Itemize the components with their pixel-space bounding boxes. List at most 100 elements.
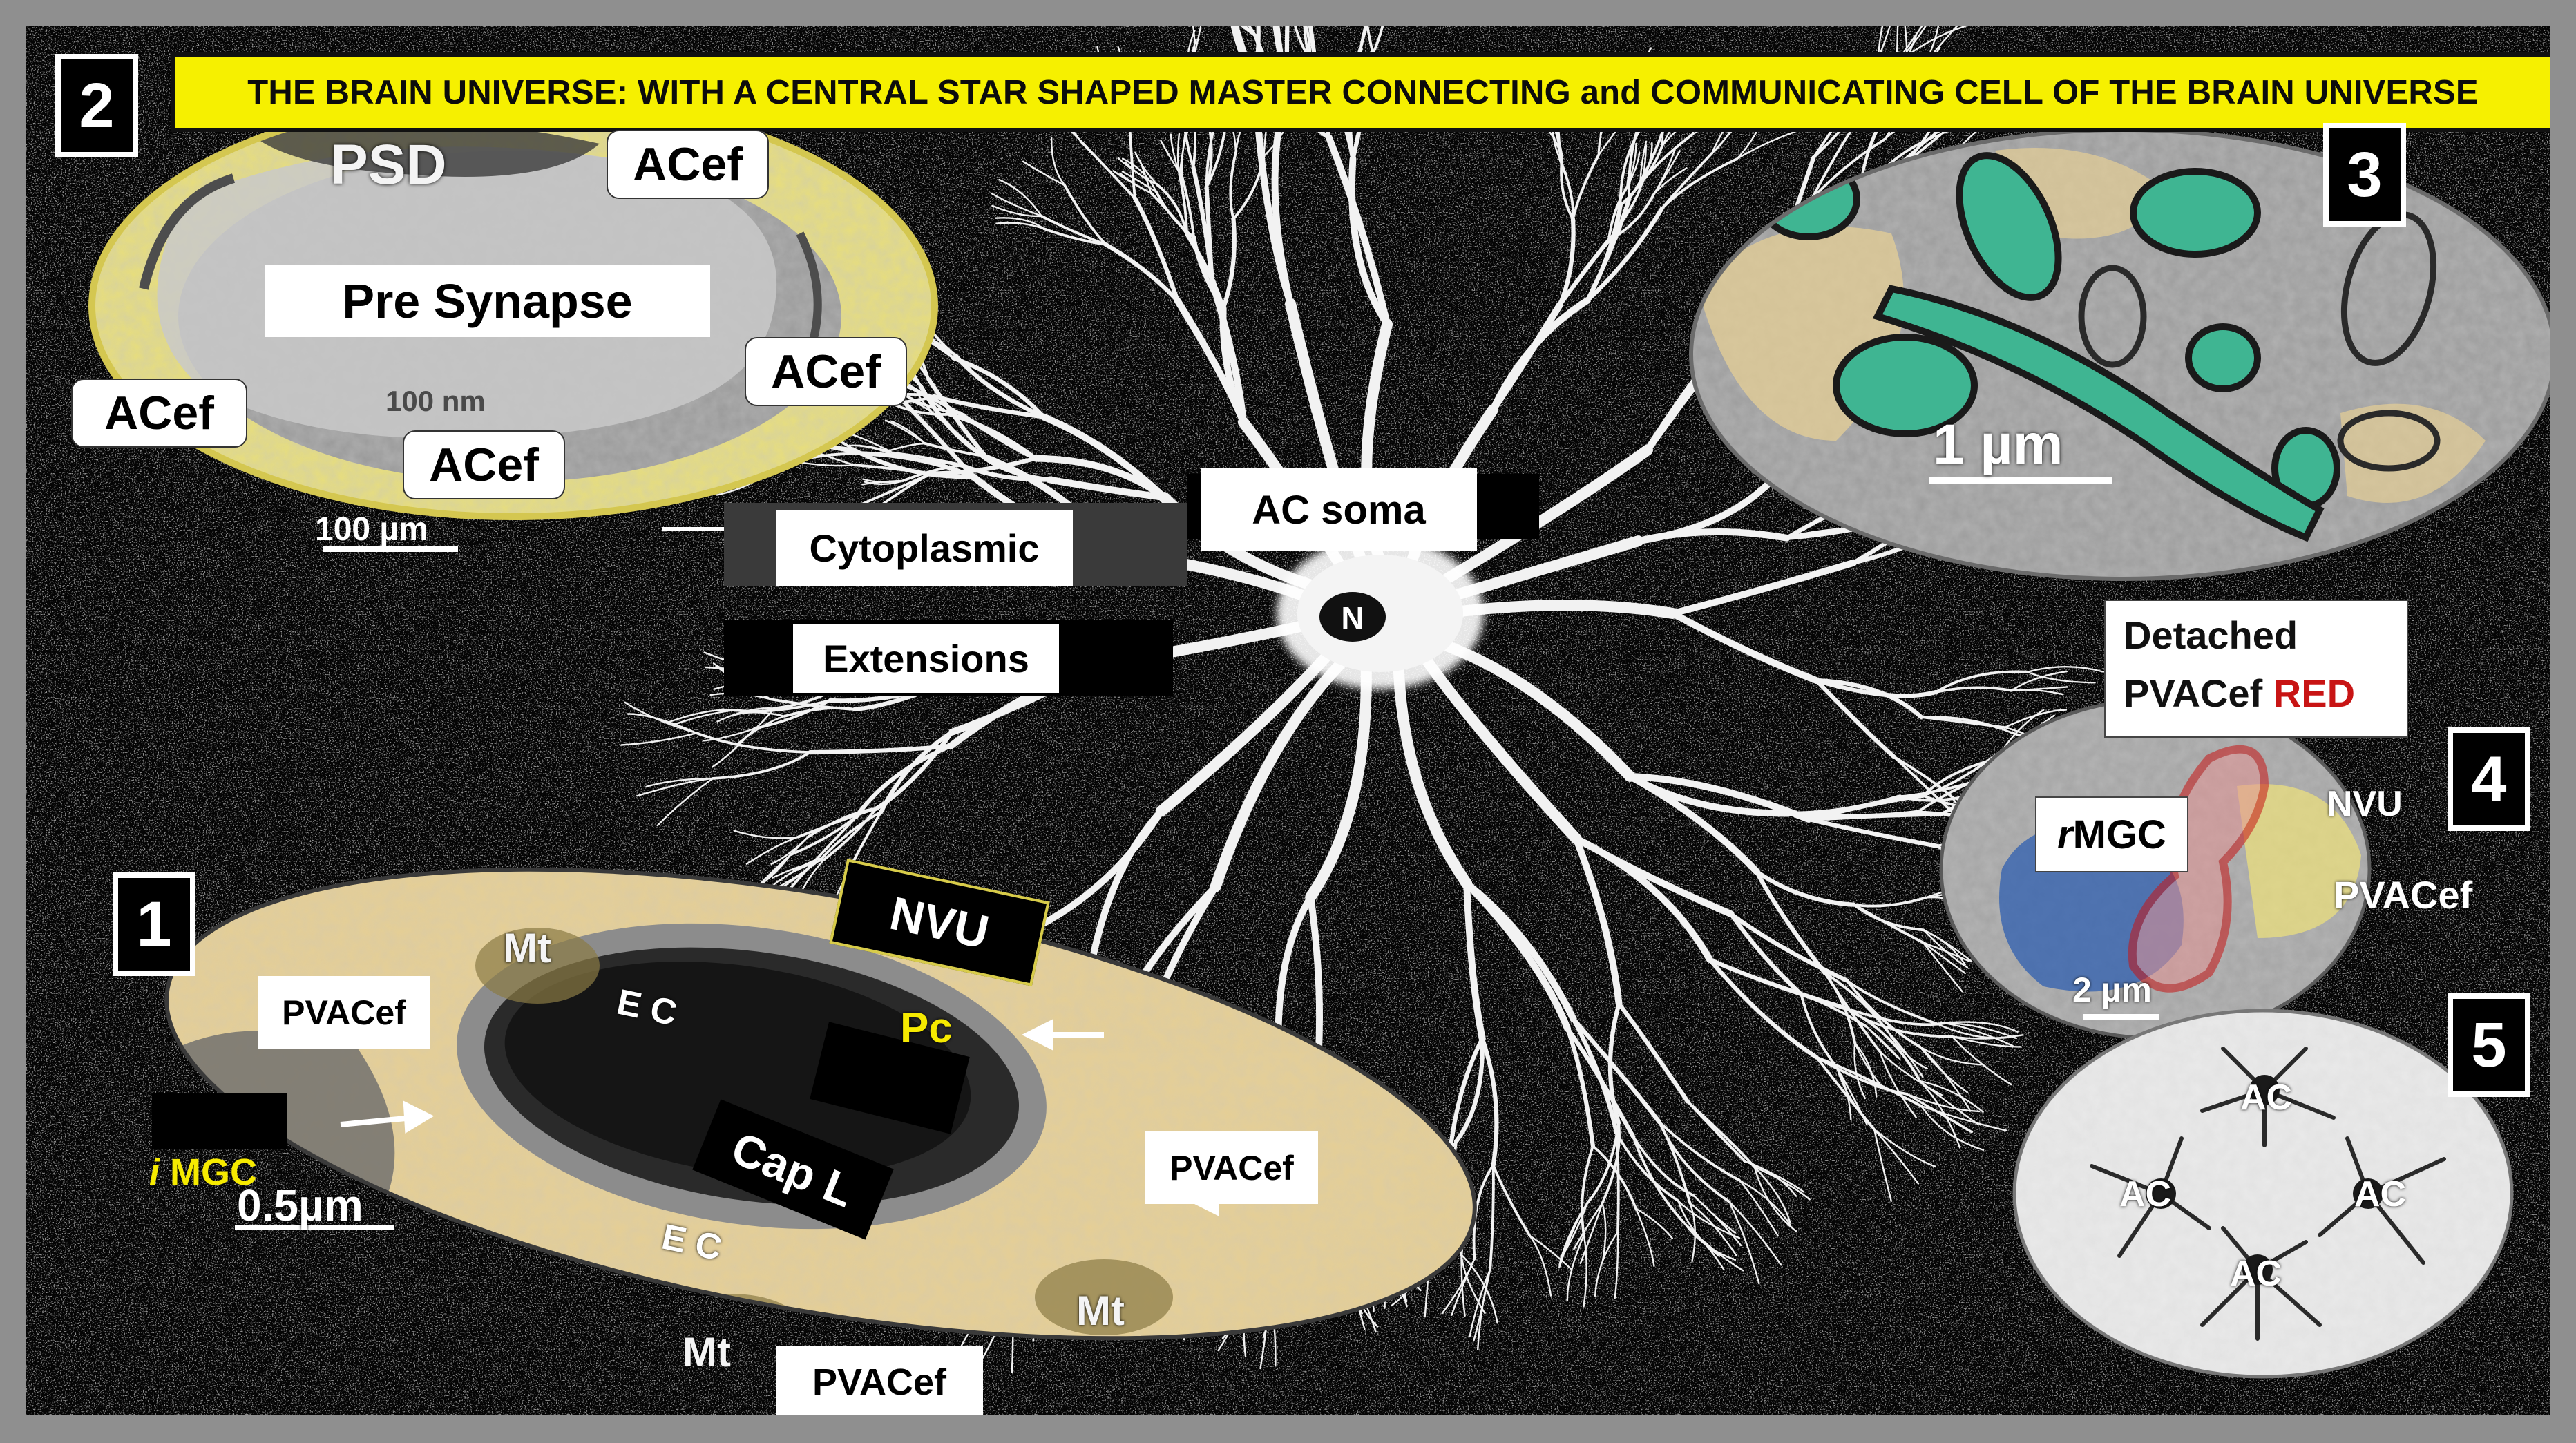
astrocyte-process <box>1243 26 1257 37</box>
astrocyte-process <box>1844 1006 1946 1026</box>
astrocyte-process <box>1879 1051 1918 1119</box>
astrocyte-process <box>1304 26 1312 61</box>
astrocyte-process <box>1852 903 1925 932</box>
astrocyte-process <box>1122 157 1158 193</box>
panel3-organelle-image <box>1689 128 2550 581</box>
astrocyte-process <box>2001 709 2045 752</box>
astrocyte-process <box>1477 1268 1491 1350</box>
astrocyte-process <box>1753 1166 1797 1232</box>
astrocyte-process <box>1472 1164 1495 1261</box>
astrocyte-process <box>1905 1093 1981 1113</box>
astrocyte-process <box>1728 911 1804 997</box>
detached-line1: Detached <box>2124 613 2298 657</box>
astrocyte-process <box>1614 1230 1619 1299</box>
astrocyte-process <box>995 222 1045 230</box>
astrocyte-process <box>1735 131 1795 160</box>
astrocyte-process <box>1845 979 1938 1025</box>
astrocyte-process <box>1529 1234 1552 1297</box>
panel-number-2: 2 <box>55 54 138 157</box>
astrocyte-process <box>1669 559 1858 617</box>
astrocyte-process <box>1728 1201 1760 1285</box>
astrocyte-process <box>1451 1258 1476 1316</box>
astrocyte-process <box>953 353 1046 419</box>
astrocyte-process <box>1689 1202 1696 1262</box>
astrocyte-process <box>1571 1017 1662 1125</box>
astrocyte-process <box>1814 678 1924 720</box>
astrocyte-process <box>957 411 1038 461</box>
astrocyte-process <box>1050 137 1066 187</box>
astrocyte-process <box>1728 1201 1782 1265</box>
acef-label-top: ACef <box>607 130 769 199</box>
astrocyte-process <box>1557 238 1611 307</box>
astrocyte-process <box>1923 929 1968 968</box>
astrocyte-process <box>991 204 1042 218</box>
ac-soma-label: AC soma <box>1201 468 1477 551</box>
astrocyte-process <box>671 709 735 726</box>
panel5-astrocytes-image <box>2012 1009 2514 1379</box>
astrocyte-process <box>879 729 955 814</box>
astrocyte-process <box>1922 942 1970 962</box>
imgc-text: MGC <box>170 1151 258 1193</box>
astrocyte-process <box>1934 686 2013 694</box>
astrocyte-process <box>1160 140 1183 178</box>
astrocyte-process <box>1208 278 1247 426</box>
astrocyte-process <box>901 392 962 415</box>
astrocyte-process <box>645 777 714 788</box>
astrocyte-process <box>1893 756 1953 798</box>
astrocyte-process <box>1366 26 1375 55</box>
astrocyte-process <box>1601 1121 1621 1205</box>
panel-number-3: 3 <box>2323 123 2406 227</box>
pc-label: Pc <box>900 1004 953 1052</box>
astrocyte-process <box>2010 670 2068 691</box>
astrocyte-process <box>1087 807 1165 975</box>
psd-label: PSD <box>330 133 447 196</box>
astrocyte-process <box>1815 1055 1876 1131</box>
astrocyte-process <box>1447 1036 1485 1162</box>
astrocyte-process <box>732 699 832 713</box>
panel3-scale-bar <box>1929 477 2112 484</box>
pvacef-label-bottom: PVACef <box>776 1346 983 1415</box>
astrocyte-process <box>926 376 989 460</box>
astrocyte-process <box>1572 153 1600 221</box>
astrocyte-process <box>1348 155 1391 328</box>
astrocyte-process <box>1739 1179 1791 1226</box>
astrocyte-process <box>1491 1164 1532 1237</box>
astrocyte-process <box>1155 191 1195 239</box>
astrocyte-process <box>1463 880 1577 1023</box>
astrocyte-process <box>892 451 963 467</box>
astrocyte-process <box>1951 1035 2022 1048</box>
astrocyte-process <box>1669 610 1820 685</box>
astrocyte-process <box>1371 26 1384 55</box>
astrocyte-process <box>1853 1042 1881 1085</box>
astrocyte-process <box>1393 654 1473 889</box>
astrocyte-process <box>1920 1105 1985 1151</box>
astrocyte-process <box>1873 1128 1936 1168</box>
astrocyte-process <box>1112 170 1152 194</box>
astrocyte-process <box>890 420 926 445</box>
astrocyte-process <box>1634 1207 1655 1268</box>
cytoplasmic-label: Cytoplasmic <box>776 510 1073 586</box>
astrocyte-process <box>1460 1254 1486 1315</box>
astrocyte-process <box>943 421 983 457</box>
astrocyte-process <box>1887 1030 1924 1078</box>
panel2-scale-um: 100 µm <box>315 511 428 548</box>
astrocyte-process <box>1460 1254 1498 1324</box>
astrocyte-process <box>1853 1042 1878 1098</box>
astrocyte-process <box>1806 793 1925 821</box>
astrocyte-process <box>808 743 953 755</box>
astrocyte-process <box>1919 1046 1982 1066</box>
panel-number-5: 5 <box>2448 993 2530 1097</box>
astrocyte-process <box>789 815 858 857</box>
astrocyte-process <box>1566 1234 1585 1301</box>
astrocyte-process <box>822 807 877 861</box>
astrocyte-process <box>1132 195 1180 303</box>
astrocyte-process <box>1040 214 1107 246</box>
astrocyte-process <box>1893 756 1959 819</box>
astrocyte-process <box>1181 175 1195 239</box>
panel4-scale-bar <box>2083 1014 2159 1020</box>
astrocyte-process <box>995 217 1045 230</box>
panel4-pvacef-label: PVACef <box>2334 873 2473 917</box>
astrocyte-process <box>2026 666 2105 673</box>
astrocyte-process <box>1824 971 1889 1033</box>
astrocyte-process <box>1753 1166 1791 1223</box>
